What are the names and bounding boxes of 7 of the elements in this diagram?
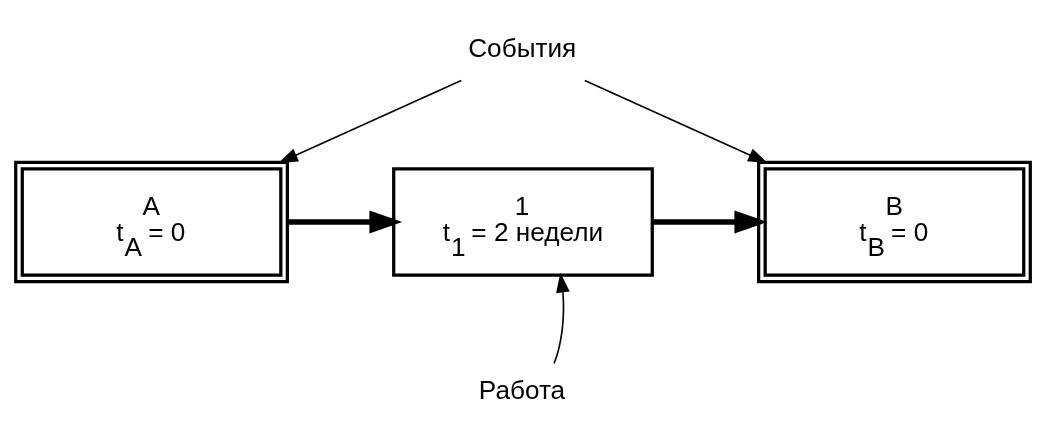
arrow — [652, 210, 768, 234]
arrow — [287, 210, 403, 234]
arrow — [553, 272, 570, 365]
node-text: События — [468, 33, 577, 64]
arrow — [278, 79, 463, 164]
arrow — [583, 79, 768, 164]
node-text: Работа — [478, 375, 566, 406]
